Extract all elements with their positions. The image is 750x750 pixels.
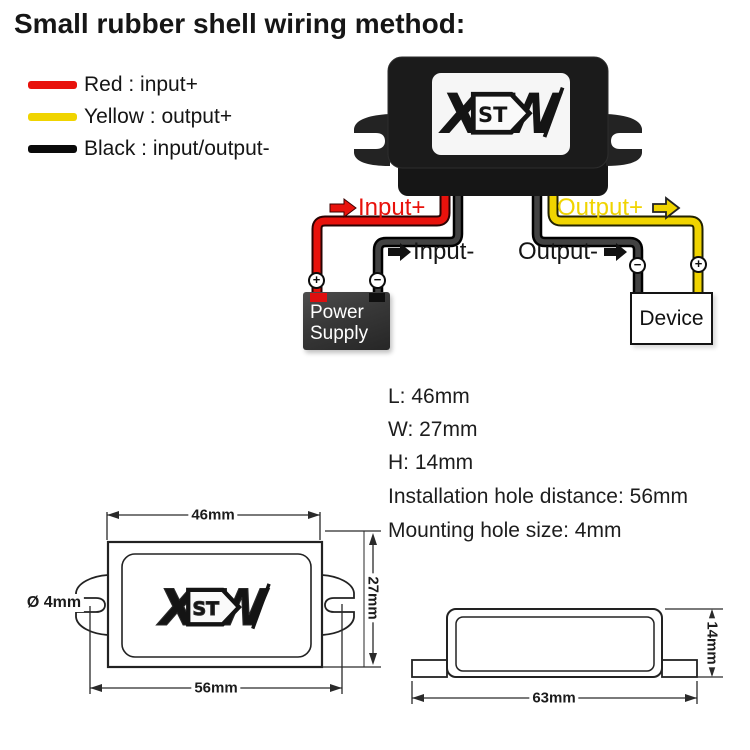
input-plus-arrow-icon bbox=[329, 198, 357, 218]
top-view-left-ear bbox=[75, 574, 109, 636]
input-plus-label: Input+ bbox=[358, 194, 426, 221]
red-wire-swatch bbox=[28, 81, 77, 89]
side-view-inner bbox=[455, 616, 655, 672]
spec-hole-size: Mounting hole size: 4mm bbox=[388, 519, 622, 542]
power-supply-black-terminal-block bbox=[369, 293, 385, 302]
spec-width: W: 27mm bbox=[388, 418, 478, 441]
power-supply-plus-terminal: + bbox=[308, 272, 325, 289]
logo-slash bbox=[542, 86, 565, 138]
spec-hole-distance: Installation hole distance: 56mm bbox=[388, 485, 688, 508]
legend-row-red: Red : input+ bbox=[28, 73, 198, 97]
yellow-output-wire bbox=[547, 148, 704, 298]
legend-yellow-label: Yellow : output+ bbox=[84, 105, 233, 128]
logo-arrow-shape bbox=[470, 91, 533, 135]
power-supply-text-line1: Power bbox=[310, 302, 364, 323]
output-plus-arrow-icon bbox=[652, 196, 681, 220]
black-wire-swatch bbox=[28, 145, 77, 153]
logo-letters-st: ST bbox=[478, 103, 508, 127]
black-input-wire bbox=[372, 148, 464, 298]
power-supply-text-line2: Supply bbox=[310, 323, 369, 344]
red-input-wire bbox=[311, 148, 451, 298]
input-minus-label: Input- bbox=[413, 238, 475, 265]
side-view-left-tab bbox=[411, 659, 448, 678]
page-title: Small rubber shell wiring method: bbox=[14, 8, 466, 39]
xsw-logo: X W ST bbox=[438, 82, 565, 146]
power-supply-red-terminal-block bbox=[310, 293, 327, 302]
input-minus-arrow-icon bbox=[388, 243, 411, 261]
top-view-logo bbox=[156, 579, 270, 637]
top-view-right-ear bbox=[321, 574, 355, 636]
device-box: Device bbox=[630, 292, 713, 345]
mounting-hole-size-label: Ø 4mm bbox=[23, 594, 85, 612]
top-view-hole-distance-dim-label: 56mm bbox=[191, 679, 241, 697]
spec-height: H: 14mm bbox=[388, 451, 474, 474]
spec-length: L: 46mm bbox=[388, 385, 470, 408]
power-supply-minus-terminal: − bbox=[369, 272, 386, 289]
top-view-drawing bbox=[75, 511, 381, 694]
legend-black-label: Black : input/output- bbox=[84, 137, 270, 160]
legend-row-black: Black : input/output- bbox=[28, 137, 270, 161]
top-view-height-dim-label: 27mm bbox=[364, 573, 382, 623]
legend-red-label: Red : input+ bbox=[84, 73, 198, 96]
converter-photo: X W ST bbox=[354, 56, 642, 196]
output-plus-label: Output+ bbox=[557, 194, 644, 221]
output-minus-arrow-icon bbox=[604, 243, 627, 261]
device-text: Device bbox=[639, 306, 704, 330]
side-view-height-dim-label: 14mm bbox=[703, 618, 721, 668]
device-plus-terminal: + bbox=[690, 256, 707, 273]
converter-left-ear bbox=[354, 114, 390, 166]
side-view-width-dim-label: 63mm bbox=[529, 689, 579, 707]
legend-row-yellow: Yellow : output+ bbox=[28, 105, 232, 129]
dim-56mm bbox=[89, 604, 343, 694]
side-view-right-tab bbox=[661, 659, 698, 678]
yellow-wire-swatch bbox=[28, 113, 77, 121]
converter-right-ear bbox=[606, 114, 642, 166]
device-minus-terminal: − bbox=[629, 257, 646, 274]
black-output-wire bbox=[531, 148, 644, 298]
output-minus-label: Output- bbox=[518, 238, 599, 265]
power-supply-box: Power Supply bbox=[303, 292, 390, 350]
top-view-width-dim-label: 46mm bbox=[188, 506, 238, 524]
